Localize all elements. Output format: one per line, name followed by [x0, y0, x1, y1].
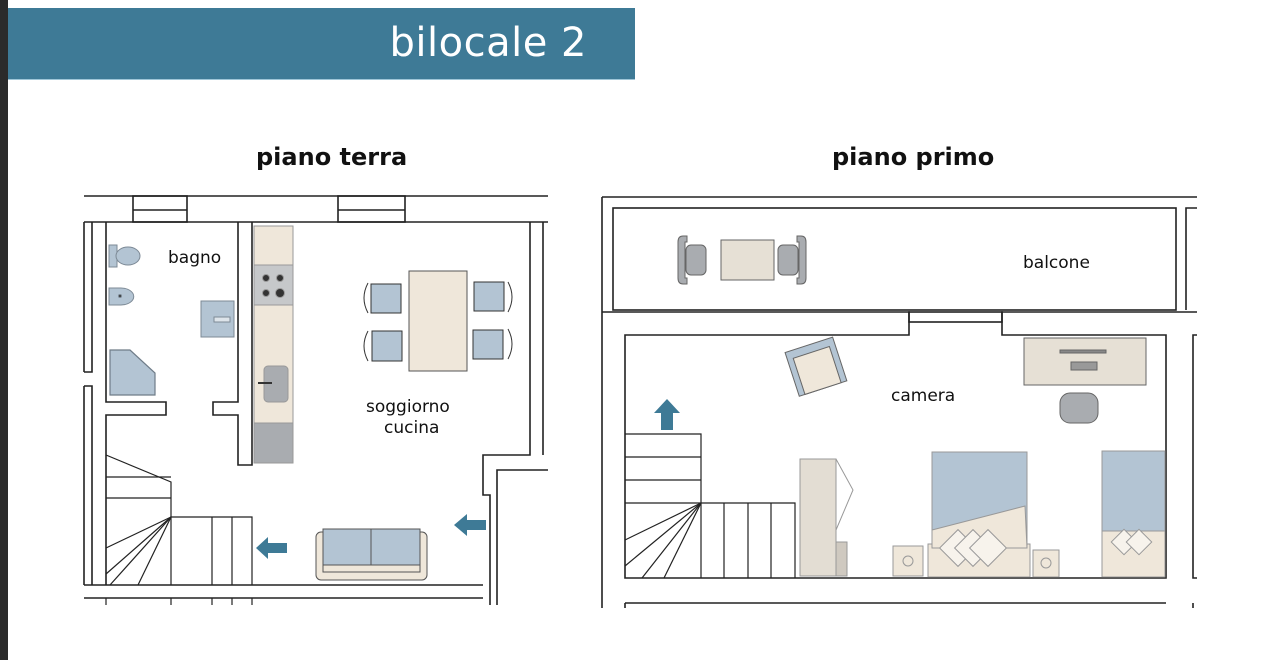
staircase [105, 454, 253, 605]
stairs-up-arrow-icon [654, 399, 680, 430]
nightstand-icon [1032, 549, 1060, 578]
title-banner: bilocale 2 [8, 8, 635, 80]
dining-table [408, 270, 468, 372]
desk-icon [1023, 337, 1147, 424]
room-label-camera: camera [891, 386, 955, 406]
nightstand-icon [892, 545, 924, 577]
toilet-icon [108, 244, 141, 268]
wardrobe-icon [799, 458, 854, 577]
sofa-icon [315, 528, 428, 581]
shower-icon [109, 349, 156, 396]
window [337, 195, 406, 223]
armchair-icon [677, 235, 807, 285]
room-label-balcone: balcone [1023, 253, 1090, 273]
bidet-icon [108, 287, 135, 306]
single-bed-icon [1101, 450, 1166, 578]
double-bed-icon [892, 451, 1060, 578]
window-edge [0, 0, 8, 660]
page-title: bilocale 2 [389, 20, 587, 66]
room-label-bagno: bagno [168, 248, 221, 268]
ground-floor-plan: bagno soggiorno cucina [83, 195, 548, 605]
entry-arrow-icon [454, 514, 486, 536]
staircase [624, 433, 796, 579]
entry-arrow-icon [256, 537, 287, 559]
floor-title-ground: piano terra [256, 143, 408, 171]
room-label-cucina: cucina [384, 418, 439, 438]
stove-icon [253, 264, 294, 306]
room-label-soggiorno: soggiorno [366, 397, 450, 417]
floor-title-first: piano primo [832, 143, 995, 171]
balcony-table [720, 239, 775, 281]
first-floor-plan: balcone camera [601, 196, 1197, 608]
window [132, 195, 188, 223]
kitchen-counter [253, 225, 294, 464]
chair-icon [363, 281, 513, 362]
bathroom-sink-icon [200, 300, 235, 338]
lounge-chair-icon [784, 336, 848, 397]
